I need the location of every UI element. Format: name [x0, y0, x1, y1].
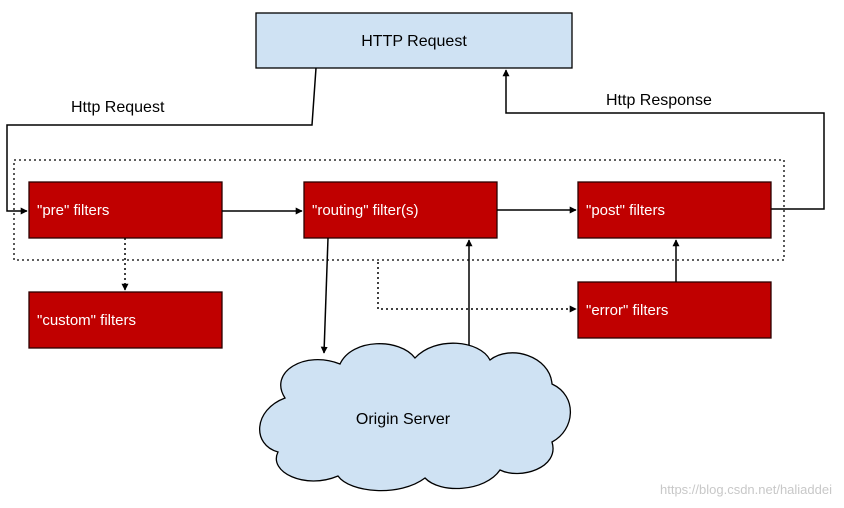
to-error-edge [377, 262, 577, 313]
error-filters-node: "error" filters [577, 281, 772, 339]
http-request-node: HTTP Request [255, 12, 573, 69]
origin-server-node: Origin Server [259, 342, 572, 492]
custom-filters-node: "custom" filters [28, 291, 223, 349]
http-request-label: HTTP Request [361, 33, 467, 50]
post-filters-node: "post" filters [577, 181, 772, 239]
response-edge [502, 69, 825, 210]
request-edge [6, 67, 317, 215]
cloud-shape [259, 342, 572, 492]
response-edge-label: Http Response [606, 92, 712, 109]
routing-filters-label: "routing" filter(s) [312, 202, 419, 219]
filter-pipeline-boundary [13, 159, 785, 261]
watermark-text: https://blog.csdn.net/haliaddei [660, 482, 832, 497]
origin-server-label: Origin Server [356, 411, 451, 428]
routing-to-origin-edge [320, 237, 329, 354]
custom-filters-label: "custom" filters [37, 312, 136, 329]
routing-filters-node: "routing" filter(s) [303, 181, 498, 239]
request-edge-label: Http Request [71, 99, 165, 116]
error-filters-label: "error" filters [586, 302, 668, 319]
pre-filters-node: "pre" filters [28, 181, 223, 239]
pre-filters-label: "pre" filters [37, 202, 109, 219]
post-filters-label: "post" filters [586, 202, 665, 219]
